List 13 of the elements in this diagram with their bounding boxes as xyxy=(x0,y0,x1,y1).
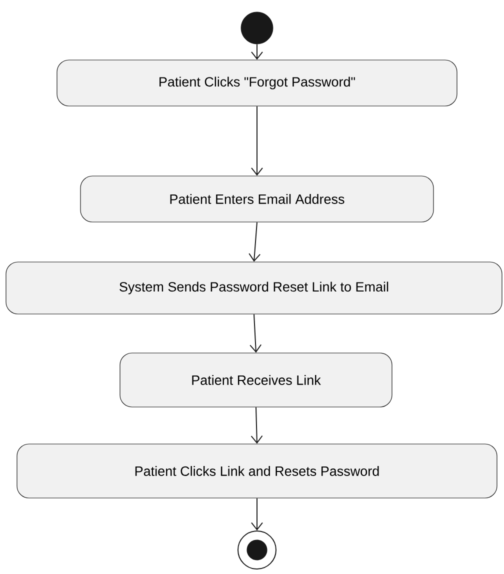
action-box: Patient Receives Link xyxy=(120,352,392,408)
start-dot xyxy=(240,12,274,44)
arrow xyxy=(251,44,263,60)
arrow xyxy=(251,106,263,176)
arrow xyxy=(248,222,261,262)
action-box: Patient Clicks Link and Resets Password xyxy=(16,444,498,498)
end-marker xyxy=(238,530,276,570)
action-box: Patient Clicks "Forgot Password" xyxy=(56,60,458,106)
action-box: System Sends Password Reset Link to Email xyxy=(6,262,502,314)
arrow xyxy=(250,314,262,353)
arrow xyxy=(250,406,263,444)
action-box: Patient Enters Email Address xyxy=(80,176,434,222)
arrow xyxy=(251,498,263,530)
